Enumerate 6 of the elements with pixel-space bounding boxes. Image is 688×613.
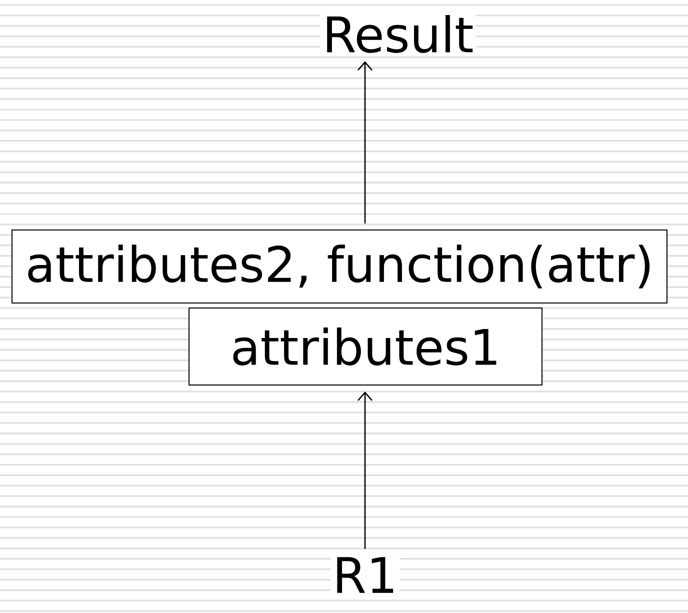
arrow — [358, 61, 372, 224]
process-box: attributes2, function(attr) — [12, 230, 668, 304]
text-label: R1 — [330, 555, 400, 595]
text-label: Result — [320, 13, 476, 55]
arrow — [358, 392, 372, 549]
process-box: attributes1 — [188, 308, 542, 386]
